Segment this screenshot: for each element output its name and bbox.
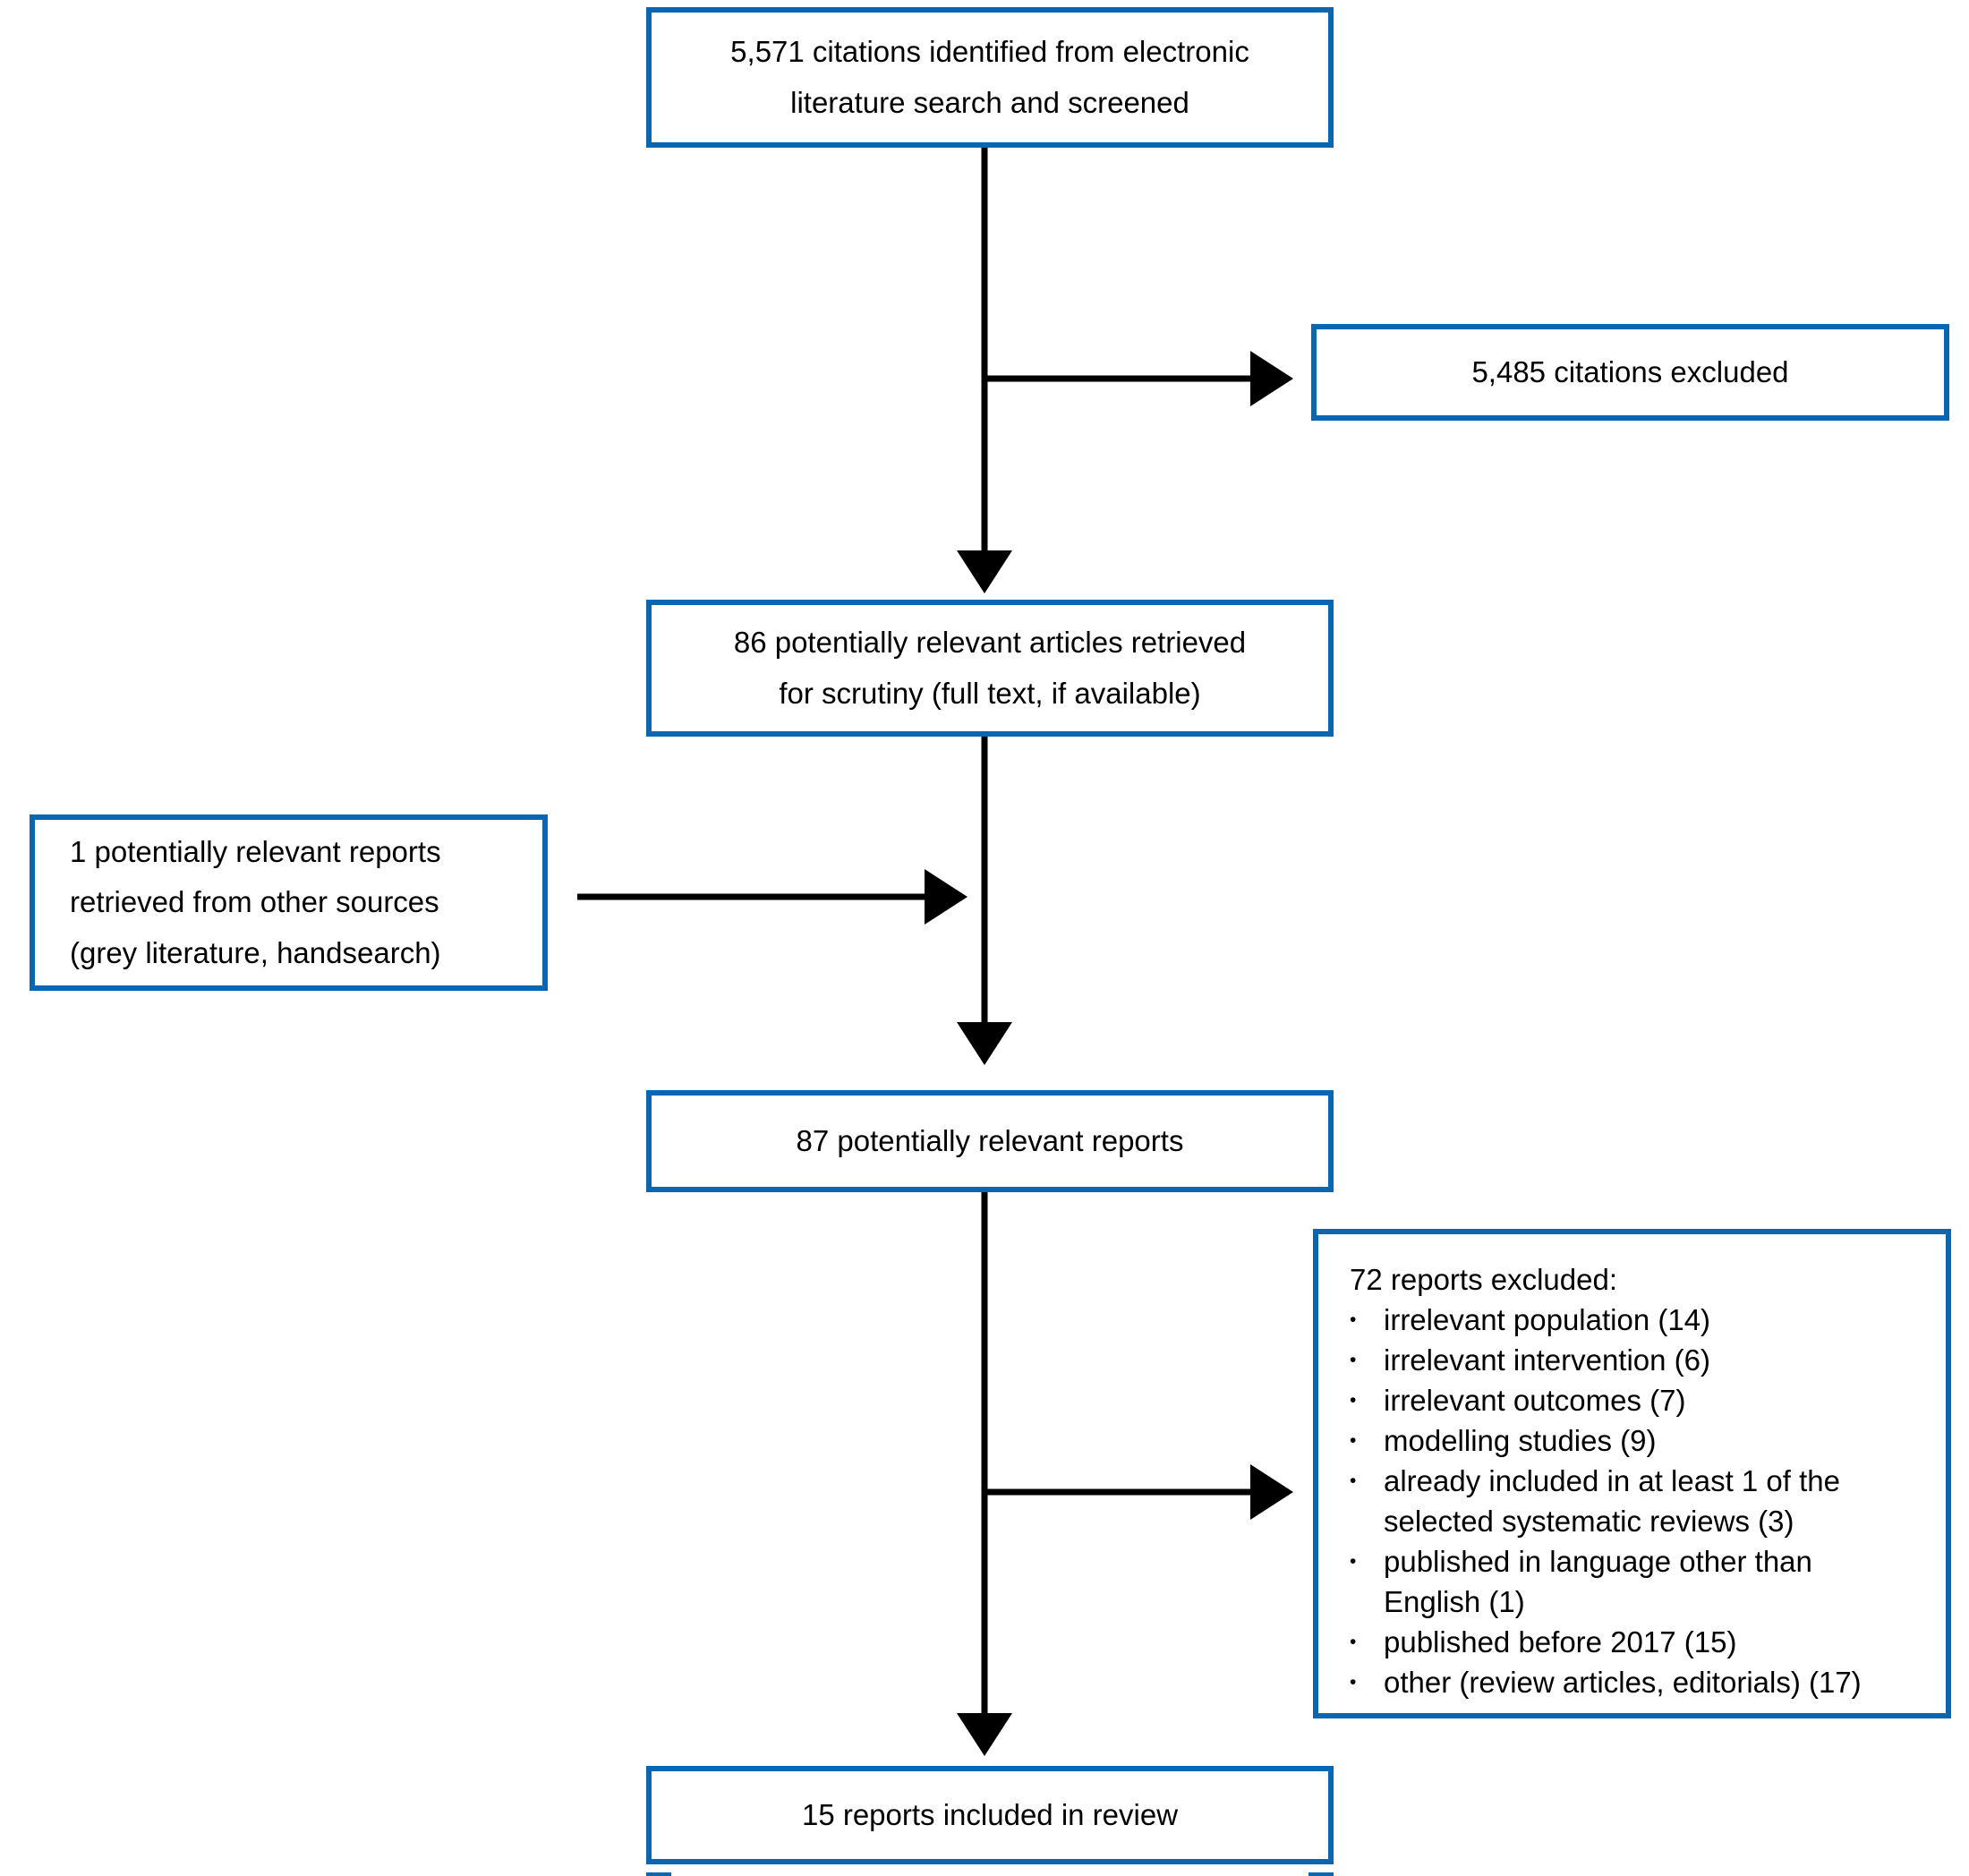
exclusion-reason-text: modelling studies (9) [1384, 1424, 1657, 1457]
exclusion-reason-item: • irrelevant intervention (6) [1350, 1340, 1928, 1380]
arrow-relevant-to-included [957, 1190, 1012, 1756]
exclusion-reason-text: other (review articles, editorials) (17) [1384, 1666, 1862, 1699]
exclusion-reason-text: irrelevant intervention (6) [1384, 1343, 1710, 1377]
next-box-corner-fragment [1308, 1872, 1334, 1876]
box-citations-excluded: 5,485 citations excluded [1311, 324, 1949, 421]
exclusion-reason-text: already included in at least 1 of the se… [1384, 1464, 1841, 1538]
exclusion-reason-text: irrelevant population (14) [1384, 1303, 1711, 1336]
arrow-retrieved-to-relevant [957, 734, 1012, 1065]
reports-excluded-title: 72 reports excluded: [1350, 1263, 1618, 1296]
citations-excluded-text: 5,485 citations excluded [1471, 354, 1789, 388]
box-reports-included: 15 reports included in review [646, 1766, 1334, 1864]
exclusion-reason-item: • modelling studies (9) [1350, 1420, 1928, 1461]
bullet-icon: • [1350, 1551, 1357, 1572]
exclusion-reason-item: • already included in at least 1 of the s… [1350, 1461, 1928, 1541]
arrow-identified-to-retrieved [957, 146, 1012, 593]
box-other-sources: 1 potentially relevant reports retrieved… [30, 814, 548, 991]
bullet-icon: • [1350, 1430, 1357, 1451]
bullet-icon: • [1350, 1471, 1357, 1491]
exclusion-reason-item: • published before 2017 (15) [1350, 1622, 1928, 1662]
box-potentially-relevant-reports: 87 potentially relevant reports [646, 1090, 1334, 1192]
bullet-icon: • [1350, 1632, 1357, 1652]
bullet-icon: • [1350, 1309, 1357, 1330]
box-citations-identified: 5,571 citations identified from electron… [646, 7, 1334, 148]
bullet-icon: • [1350, 1672, 1357, 1693]
reports-included-text: 15 reports included in review [801, 1797, 1179, 1831]
citations-identified-text: 5,571 citations identified from electron… [730, 34, 1249, 119]
exclusion-reason-item: • irrelevant population (14) [1350, 1300, 1928, 1340]
articles-retrieved-text: 86 potentially relevant articles retriev… [733, 625, 1247, 710]
potentially-relevant-text: 87 potentially relevant reports [796, 1123, 1184, 1157]
arrow-to-excluded-reports [982, 1464, 1293, 1520]
exclusion-reason-text: published in language other than English… [1384, 1545, 1812, 1618]
exclusion-reason-item: • published in language other than Englis… [1350, 1541, 1928, 1622]
arrow-to-excluded-citations [982, 351, 1293, 406]
exclusion-reason-item: • other (review articles, editorials) (17… [1350, 1662, 1928, 1702]
next-box-corner-fragment [646, 1872, 671, 1876]
exclusion-reason-text: published before 2017 (15) [1384, 1625, 1737, 1659]
other-sources-text: 1 potentially relevant reports retrieved… [70, 835, 441, 969]
box-articles-retrieved: 86 potentially relevant articles retriev… [646, 600, 1334, 737]
exclusion-reason-text: irrelevant outcomes (7) [1384, 1384, 1686, 1417]
bullet-icon: • [1350, 1390, 1357, 1411]
bullet-icon: • [1350, 1350, 1357, 1370]
exclusion-reason-item: • irrelevant outcomes (7) [1350, 1380, 1928, 1420]
box-reports-excluded: 72 reports excluded: • irrelevant populat… [1313, 1229, 1951, 1718]
exclusion-reason-list: • irrelevant population (14) • irrelevant i… [1350, 1300, 1928, 1702]
arrow-other-sources-to-flow [577, 869, 967, 925]
